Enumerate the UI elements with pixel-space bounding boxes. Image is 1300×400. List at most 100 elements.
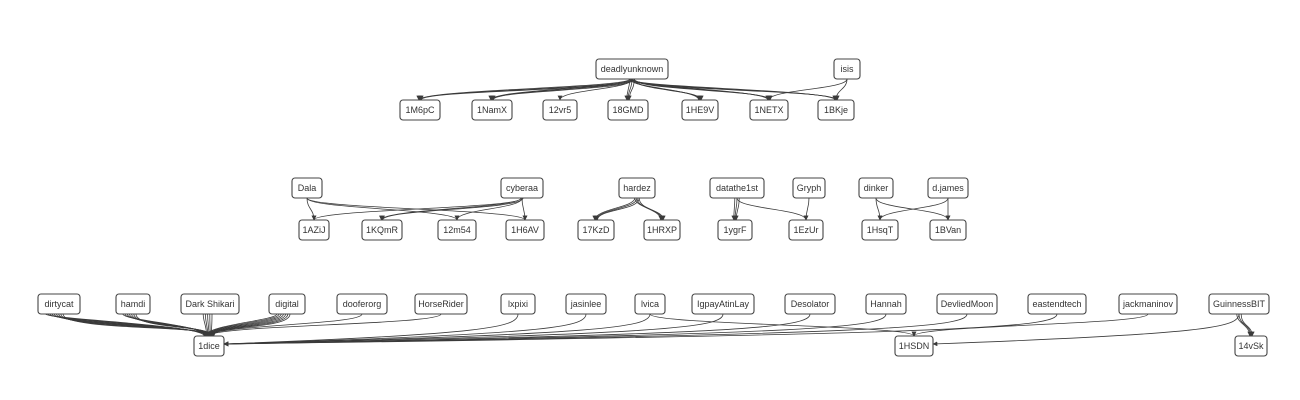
node-box bbox=[618, 177, 656, 199]
node-label: 12m54 bbox=[443, 225, 471, 235]
node-14vsk[interactable]: 14vSk bbox=[1234, 335, 1268, 357]
node-box bbox=[298, 219, 330, 241]
edge-eastendtech-to-1dice bbox=[223, 313, 1058, 347]
node-jasinlee[interactable]: jasinlee bbox=[565, 293, 607, 315]
node-devliedmoon[interactable]: DevliedMoon bbox=[936, 293, 998, 315]
node-igpayatinlay[interactable]: IgpayAtinLay bbox=[691, 293, 755, 315]
node-box bbox=[936, 293, 998, 315]
node-box bbox=[833, 58, 861, 80]
node-label: d.james bbox=[932, 183, 964, 193]
node-hannah[interactable]: Hannah bbox=[865, 293, 907, 315]
node-dinker[interactable]: dinker bbox=[858, 177, 894, 199]
node-1azij[interactable]: 1AZiJ bbox=[298, 219, 330, 241]
node-cyberaa[interactable]: cyberaa bbox=[500, 177, 544, 199]
node-label: 18GMD bbox=[612, 105, 644, 115]
edge-deadlyunknown-to-1bkje bbox=[633, 78, 840, 101]
node-guinnessbit[interactable]: GuinnessBIT bbox=[1208, 293, 1270, 315]
node-dooferorg[interactable]: dooferorg bbox=[336, 293, 388, 315]
edge-djames-to-1hsqt bbox=[877, 197, 949, 221]
node-1he9v[interactable]: 1HE9V bbox=[681, 99, 719, 121]
node-dirtycat[interactable]: dirtycat bbox=[37, 293, 81, 315]
node-label: 1NETX bbox=[754, 105, 783, 115]
node-box bbox=[336, 293, 388, 315]
edge-isis-to-1bkje bbox=[833, 78, 848, 101]
node-1bvan[interactable]: 1BVan bbox=[929, 219, 967, 241]
node-label: Dala bbox=[298, 183, 317, 193]
node-label: deadlyunknown bbox=[601, 64, 664, 74]
edge-deadlyunknown-to-1netx bbox=[633, 78, 773, 101]
node-dala[interactable]: Dala bbox=[291, 177, 323, 199]
node-label: 1EzUr bbox=[793, 225, 818, 235]
node-label: 17KzD bbox=[582, 225, 610, 235]
node-1hrxp[interactable]: 1HRXP bbox=[643, 219, 681, 241]
node-12m54[interactable]: 12m54 bbox=[437, 219, 477, 241]
node-1kqmr[interactable]: 1KQmR bbox=[361, 219, 403, 241]
node-box bbox=[595, 58, 669, 80]
node-label: 1BKje bbox=[824, 105, 848, 115]
edge-devliedmoon-to-1dice bbox=[223, 313, 968, 347]
node-hamdi[interactable]: hamdi bbox=[115, 293, 151, 315]
node-lxpixi[interactable]: lxpixi bbox=[500, 293, 536, 315]
node-isis[interactable]: isis bbox=[833, 58, 861, 80]
node-box bbox=[634, 293, 666, 315]
node-1bkje[interactable]: 1BKje bbox=[817, 99, 855, 121]
node-1namx[interactable]: 1NamX bbox=[471, 99, 513, 121]
node-1dice[interactable]: 1dice bbox=[193, 335, 225, 357]
edge-jasinlee-to-1dice bbox=[223, 313, 587, 347]
node-box bbox=[861, 219, 899, 241]
edge-datathe1st-to-1ezur bbox=[736, 197, 809, 221]
node-eastendtech[interactable]: eastendtech bbox=[1027, 293, 1087, 315]
edge-isis-to-1netx bbox=[766, 78, 848, 101]
node-label: 1HSDN bbox=[899, 341, 930, 351]
node-hardez[interactable]: hardez bbox=[618, 177, 656, 199]
node-djames[interactable]: d.james bbox=[927, 177, 969, 199]
node-lvica[interactable]: lvica bbox=[634, 293, 666, 315]
node-label: 1H6AV bbox=[511, 225, 539, 235]
node-digital[interactable]: digital bbox=[268, 293, 306, 315]
node-label: 1M6pC bbox=[405, 105, 435, 115]
node-1hsqt[interactable]: 1HsqT bbox=[861, 219, 899, 241]
node-box bbox=[180, 293, 240, 315]
edge-hardez-to-1hrxp bbox=[638, 197, 666, 221]
edge-hardez-to-17kzd bbox=[592, 197, 636, 221]
node-label: 1BVan bbox=[935, 225, 961, 235]
edge-digital-to-1dice bbox=[206, 313, 284, 337]
node-deadlyunknown[interactable]: deadlyunknown bbox=[595, 58, 669, 80]
edge-hannah-to-1dice bbox=[223, 313, 887, 347]
node-12vr5[interactable]: 12vr5 bbox=[542, 99, 578, 121]
node-label: DevliedMoon bbox=[941, 299, 994, 309]
node-label: lxpixi bbox=[508, 299, 528, 309]
node-datathe1st[interactable]: datathe1st bbox=[709, 177, 765, 199]
node-horserider[interactable]: HorseRider bbox=[414, 293, 468, 315]
edge-guinnessbit-to-14vsk bbox=[1240, 313, 1255, 337]
edge-lxpixi-to-1dice bbox=[223, 313, 519, 347]
node-1h6av[interactable]: 1H6AV bbox=[505, 219, 545, 241]
node-label: dirtycat bbox=[44, 299, 74, 309]
node-17kzd[interactable]: 17KzD bbox=[577, 219, 615, 241]
node-label: 1HRXP bbox=[647, 225, 677, 235]
node-box bbox=[858, 177, 894, 199]
node-box bbox=[361, 219, 403, 241]
node-1m6pc[interactable]: 1M6pC bbox=[399, 99, 441, 121]
node-label: dinker bbox=[864, 183, 889, 193]
node-box bbox=[500, 293, 536, 315]
edge-guinnessbit-to-14vsk bbox=[1236, 313, 1253, 337]
node-layer: deadlyunknown isis 1M6pC 1NamX 12vr5 18GMD 1HE… bbox=[37, 58, 1270, 357]
node-darkshikari[interactable]: Dark Shikari bbox=[180, 293, 240, 315]
edge-cyberaa-to-1h6av bbox=[521, 197, 528, 221]
node-1netx[interactable]: 1NETX bbox=[749, 99, 789, 121]
node-desolator[interactable]: Desolator bbox=[784, 293, 836, 315]
node-1hsdn[interactable]: 1HSDN bbox=[894, 335, 934, 357]
edge-dooferorg-to-1dice bbox=[206, 313, 363, 337]
node-jackmaninov[interactable]: jackmaninov bbox=[1118, 293, 1178, 315]
node-1ezur[interactable]: 1EzUr bbox=[788, 219, 824, 241]
node-label: IgpayAtinLay bbox=[697, 299, 750, 309]
node-label: digital bbox=[275, 299, 299, 309]
node-box bbox=[542, 99, 578, 121]
node-box bbox=[607, 99, 649, 121]
node-label: 1ygrF bbox=[723, 225, 747, 235]
node-gryph[interactable]: Gryph bbox=[792, 177, 826, 199]
node-18gmd[interactable]: 18GMD bbox=[607, 99, 649, 121]
node-1ygrf[interactable]: 1ygrF bbox=[717, 219, 753, 241]
